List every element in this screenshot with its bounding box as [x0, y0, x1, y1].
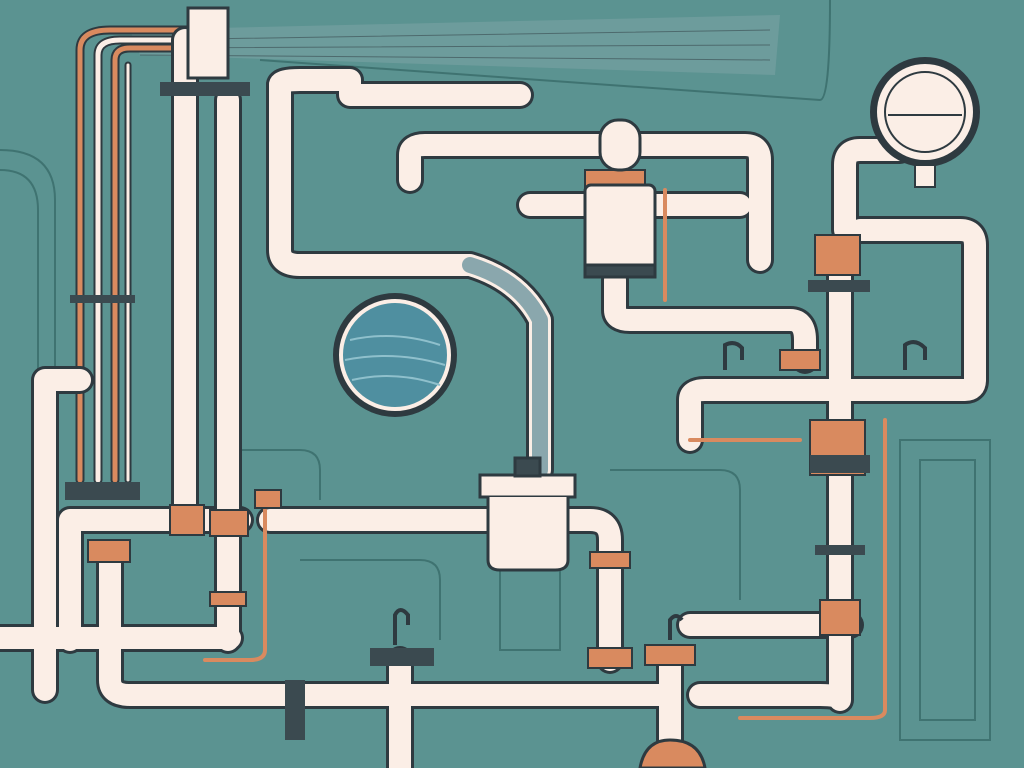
- copper-lines: [203, 188, 887, 720]
- dark-clamps: [65, 82, 870, 740]
- bottom-copper-fitting: [638, 738, 707, 768]
- central-valve: [583, 118, 657, 279]
- pressure-gauge-icon: [870, 57, 980, 188]
- porthole: [333, 293, 457, 417]
- top-hatch-band: [130, 15, 780, 75]
- filter-housing: [478, 456, 577, 572]
- left-copper-pipes: [75, 25, 205, 485]
- faucets: [393, 340, 927, 645]
- grey-duct: [462, 257, 548, 478]
- chimney-cap: [186, 6, 230, 80]
